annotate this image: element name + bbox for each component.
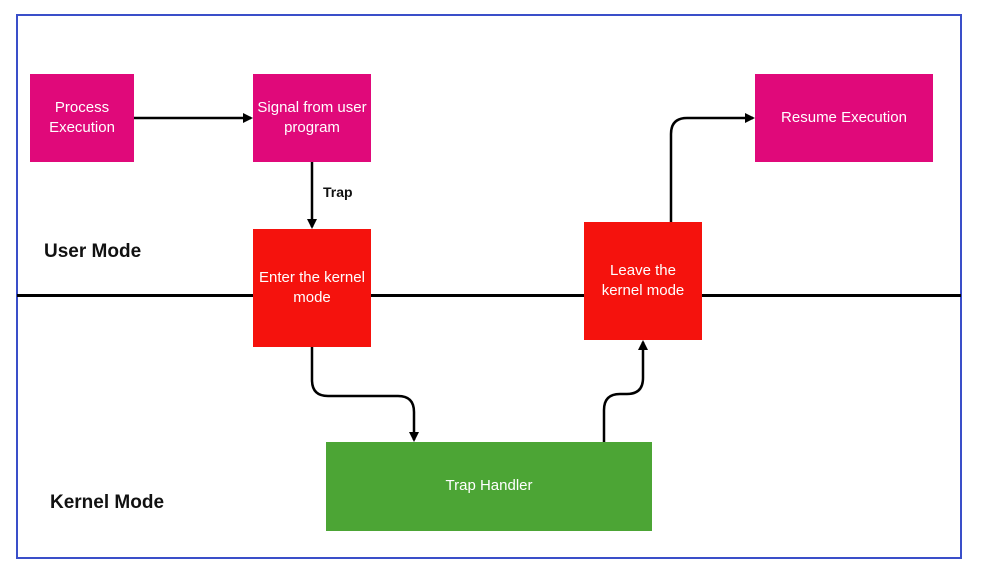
arrow-leave-kernel-to-resume: [669, 113, 755, 222]
arrow-trap-handler-to-leave-kernel: [602, 340, 648, 442]
kernel-mode-label: Kernel Mode: [50, 492, 165, 513]
enter-kernel-node: Enter the kernel mode: [253, 229, 371, 347]
signal-from-user-node: Signal from user program: [253, 74, 371, 162]
arrow-enter-kernel-to-trap-handler: [310, 347, 419, 442]
resume-execution-node: Resume Execution: [755, 74, 933, 162]
user-mode-label: User Mode: [44, 241, 142, 262]
mode-divider-line: [17, 294, 961, 297]
process-execution-node: Process Execution: [30, 74, 134, 162]
leave-kernel-node: Leave the kernel mode: [584, 222, 702, 340]
trap-edge-label: Trap: [323, 184, 353, 200]
diagram-frame: [16, 14, 962, 559]
trap-handler-node: Trap Handler: [326, 442, 652, 531]
